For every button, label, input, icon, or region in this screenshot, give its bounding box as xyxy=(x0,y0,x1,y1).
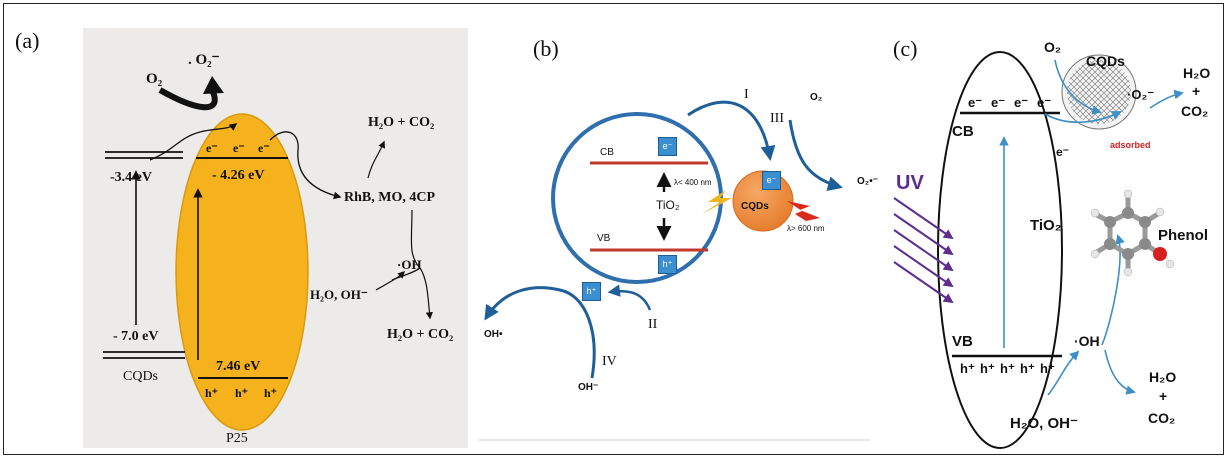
step-4-arrow xyxy=(484,286,596,379)
a-hole-1: h⁺ xyxy=(205,386,219,400)
uv-flash xyxy=(702,190,732,214)
top-product-arrow xyxy=(367,140,386,179)
a-cqd-cb-energy: -3.4 eV xyxy=(110,170,152,185)
o2-reduction-arrow xyxy=(158,87,218,111)
a-o2-label: O₂ xyxy=(146,71,163,87)
cqd-mesh xyxy=(1067,60,1131,124)
water-to-oh-arrow xyxy=(1047,350,1080,396)
b-cqd-electron-box: e⁻ xyxy=(762,171,781,190)
c-hole-2: h⁺ xyxy=(980,361,995,376)
a-hole-3: h⁺ xyxy=(264,386,278,400)
oh-to-products-arrow xyxy=(1104,349,1136,395)
b-vis-wavelength: λ> 600 nm xyxy=(787,224,825,233)
b-oh-radical-label: OH• xyxy=(484,329,503,340)
c-stray-electron: e⁻ xyxy=(1056,145,1070,159)
c-uv-label: UV xyxy=(896,172,924,194)
o2-adsorb-arrow xyxy=(1054,59,1102,115)
panel-b-blank-box xyxy=(538,110,588,132)
c-cb-label: CB xyxy=(952,123,974,140)
b-uv-wavelength: λ< 400 nm xyxy=(674,178,712,187)
b-hole-box: h⁺ xyxy=(658,255,677,274)
o2-reduction-arrowhead xyxy=(203,76,224,94)
c-products-top-2: + xyxy=(1192,83,1201,99)
a-p25-label: P25 xyxy=(226,431,248,446)
a-superoxide-label: . O₂⁻ xyxy=(188,52,220,68)
b-o2-label: O₂ xyxy=(810,92,823,103)
c-products-bottom-3: CO₂ xyxy=(1148,410,1176,426)
superoxide-product-arrow xyxy=(1149,89,1184,109)
a-cqds-label: CQDs xyxy=(123,369,159,384)
visible-flash xyxy=(787,201,820,221)
p25-particle xyxy=(175,113,309,431)
c-hole-3: h⁺ xyxy=(1000,361,1015,376)
phenol-molecule xyxy=(1090,189,1175,277)
c-hole-4: h⁺ xyxy=(1020,361,1035,376)
b-tio2-label: TiO₂ xyxy=(656,198,680,212)
c-superoxide-label: ·O₂⁻ xyxy=(1127,87,1155,102)
b-step-1: I xyxy=(744,87,749,102)
b-cqds-label: CQDs xyxy=(741,201,769,212)
b-hydroxide-label: OH⁻ xyxy=(578,382,599,393)
panel-a-label: (a) xyxy=(15,28,40,53)
c-cqds-label: CQDs xyxy=(1086,53,1125,69)
c-water: H₂O, OH⁻ xyxy=(1010,415,1078,432)
c-adsorbed-label: adsorbed xyxy=(1110,140,1151,150)
panel-c-graphics xyxy=(893,51,1184,449)
panel-b-graphics xyxy=(478,100,870,441)
b-step-4: IV xyxy=(602,354,617,369)
uv-rays xyxy=(893,197,954,304)
b-cb-label: CB xyxy=(600,147,614,158)
a-pollutants: RhB, MO, 4CP xyxy=(344,190,435,205)
step-1-arrow xyxy=(687,100,776,161)
electron-transfer-arrow xyxy=(149,123,238,161)
c-electron-transfer-arrow xyxy=(1044,111,1122,124)
c-o2-label: O₂ xyxy=(1044,39,1062,55)
oh-attack-phenol-arrow xyxy=(1101,234,1125,346)
panel-c-label: (c) xyxy=(893,36,918,61)
tio2-particle xyxy=(551,112,723,284)
a-electron-2: e⁻ xyxy=(233,141,245,155)
panel-b-label: (b) xyxy=(533,36,559,61)
c-products-bottom-2: + xyxy=(1159,388,1168,404)
a-hole-2: h⁺ xyxy=(235,386,249,400)
c-tio2-label: TiO₂ xyxy=(1030,217,1062,234)
figure-border xyxy=(3,3,1224,455)
c-hole-5: h⁺ xyxy=(1040,361,1055,376)
c-oh-radical: ·OH xyxy=(1074,333,1100,349)
c-electron-3: e⁻ xyxy=(1014,95,1029,110)
a-cqd-vb-energy: - 7.0 eV xyxy=(113,329,159,344)
c-electron-4: e⁻ xyxy=(1037,95,1052,110)
c-electron-1: e⁻ xyxy=(968,95,983,110)
tio2-particle-c xyxy=(937,51,1063,449)
a-p25-vb-energy: 7.46 eV xyxy=(216,359,261,374)
pollutant-attack-arrow xyxy=(269,131,342,200)
c-hole-1: h⁺ xyxy=(960,361,975,376)
b-superoxide-label: O₂•⁻ xyxy=(857,176,879,187)
c-products-bottom-1: H₂O xyxy=(1149,369,1177,385)
a-oh-radical: ·OH xyxy=(397,257,422,272)
step-3-arrow xyxy=(788,119,843,191)
b-vb-label: VB xyxy=(597,233,611,244)
panel-a-graphics xyxy=(83,28,468,448)
c-products-top-1: H₂O xyxy=(1183,65,1211,81)
c-products-top-3: CO₂ xyxy=(1181,103,1209,119)
b-step-3: III xyxy=(770,111,784,126)
water-oxidation-arrow xyxy=(375,270,406,291)
step-2-arrow xyxy=(607,284,652,311)
b-electron-box: e⁻ xyxy=(658,137,677,156)
a-water: H₂O, OH⁻ xyxy=(310,287,368,302)
b-step-2: II xyxy=(648,317,658,332)
c-vb-label: VB xyxy=(952,333,973,350)
a-electron-3: e⁻ xyxy=(258,141,270,155)
a-electron-1: e⁻ xyxy=(206,141,218,155)
a-products-top: H₂O + CO₂ xyxy=(368,115,435,130)
c-electron-2: e⁻ xyxy=(991,95,1006,110)
c-phenol-label: Phenol xyxy=(1158,227,1209,244)
a-products-bottom: H₂O + CO₂ xyxy=(387,327,454,342)
b-ejected-hole-box: h⁺ xyxy=(582,282,601,301)
a-p25-cb-energy: - 4.26 eV xyxy=(212,168,265,183)
